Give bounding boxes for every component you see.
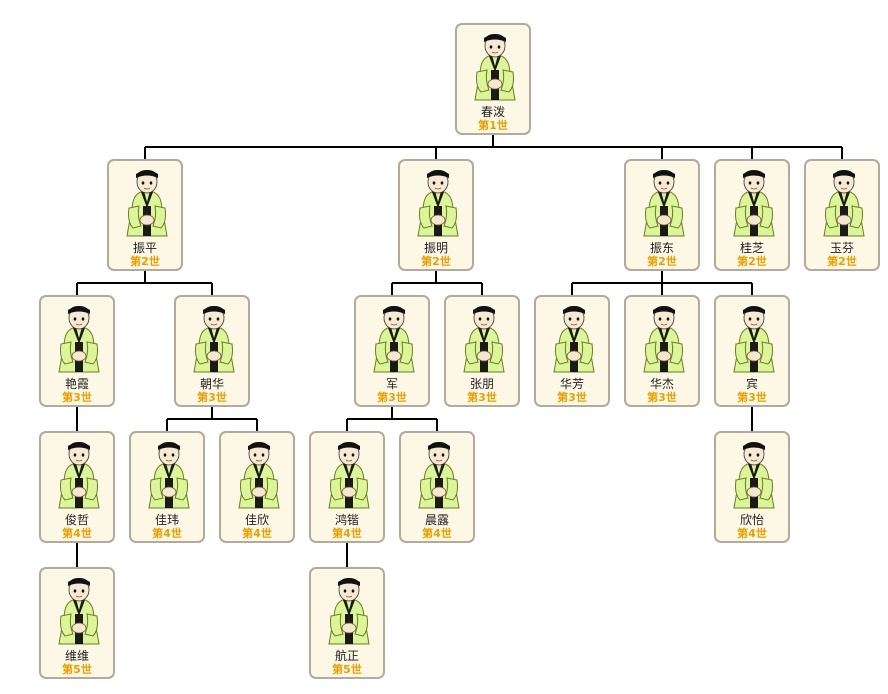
member-name: 华芳 xyxy=(559,377,584,391)
member-name: 俊哲 xyxy=(64,513,89,527)
member-card-yanxia[interactable]: 艳霞 第3世 xyxy=(39,295,115,407)
member-name: 欣怡 xyxy=(739,513,764,527)
member-card-weiwei[interactable]: 维维 第5世 xyxy=(39,567,115,679)
member-generation: 第4世 xyxy=(242,527,272,540)
member-card-huajie[interactable]: 华杰 第3世 xyxy=(624,295,700,407)
member-name: 桂芝 xyxy=(739,241,764,255)
person-avatar-icon xyxy=(58,306,100,373)
member-name: 宾 xyxy=(745,377,758,391)
member-name: 张朋 xyxy=(469,377,494,391)
member-name: 春泼 xyxy=(480,105,505,119)
member-card-jiaxin[interactable]: 佳欣 第4世 xyxy=(219,431,295,543)
person-avatar-icon xyxy=(58,578,100,645)
member-generation: 第4世 xyxy=(737,527,767,540)
person-avatar-icon xyxy=(417,170,459,237)
person-avatar-icon xyxy=(193,306,235,373)
member-card-bin[interactable]: 宾 第3世 xyxy=(714,295,790,407)
person-avatar-icon xyxy=(474,34,516,101)
member-card-zhendong[interactable]: 振东 第2世 xyxy=(624,159,700,271)
member-name: 玉芬 xyxy=(829,241,854,255)
member-generation: 第2世 xyxy=(647,255,677,268)
member-card-guizhi[interactable]: 桂芝 第2世 xyxy=(714,159,790,271)
person-avatar-icon xyxy=(148,442,190,509)
member-name: 佳玮 xyxy=(154,513,179,527)
member-generation: 第4世 xyxy=(332,527,362,540)
member-card-zhangpeng[interactable]: 张朋 第3世 xyxy=(444,295,520,407)
member-generation: 第3世 xyxy=(737,391,767,404)
member-generation: 第5世 xyxy=(332,663,362,676)
member-generation: 第2世 xyxy=(827,255,857,268)
member-card-chunbo[interactable]: 春泼 第1世 xyxy=(455,23,531,135)
person-avatar-icon xyxy=(643,306,685,373)
member-card-yufen[interactable]: 玉芬 第2世 xyxy=(804,159,880,271)
member-generation: 第3世 xyxy=(197,391,227,404)
member-name: 朝华 xyxy=(199,377,224,391)
member-generation: 第4世 xyxy=(422,527,452,540)
member-card-xinyi[interactable]: 欣怡 第4世 xyxy=(714,431,790,543)
member-name: 军 xyxy=(385,377,398,391)
member-generation: 第2世 xyxy=(737,255,767,268)
member-card-huafang[interactable]: 华芳 第3世 xyxy=(534,295,610,407)
member-name: 航正 xyxy=(334,649,359,663)
member-card-hongkai[interactable]: 鸿锴 第4世 xyxy=(309,431,385,543)
member-card-chaohua[interactable]: 朝华 第3世 xyxy=(174,295,250,407)
member-generation: 第2世 xyxy=(130,255,160,268)
person-avatar-icon xyxy=(418,442,460,509)
member-generation: 第5世 xyxy=(62,663,92,676)
person-avatar-icon xyxy=(733,306,775,373)
member-name: 华杰 xyxy=(649,377,674,391)
person-avatar-icon xyxy=(823,170,865,237)
person-avatar-icon xyxy=(733,442,775,509)
person-avatar-icon xyxy=(58,442,100,509)
person-avatar-icon xyxy=(328,578,370,645)
member-name: 晨露 xyxy=(424,513,449,527)
member-generation: 第3世 xyxy=(557,391,587,404)
member-generation: 第3世 xyxy=(377,391,407,404)
member-card-junzhe[interactable]: 俊哲 第4世 xyxy=(39,431,115,543)
person-avatar-icon xyxy=(553,306,595,373)
member-card-jun[interactable]: 军 第3世 xyxy=(354,295,430,407)
member-name: 振平 xyxy=(132,241,157,255)
member-generation: 第3世 xyxy=(62,391,92,404)
member-generation: 第3世 xyxy=(647,391,677,404)
person-avatar-icon xyxy=(733,170,775,237)
person-avatar-icon xyxy=(328,442,370,509)
member-generation: 第2世 xyxy=(421,255,451,268)
person-avatar-icon xyxy=(463,306,505,373)
member-card-hangzheng[interactable]: 航正 第5世 xyxy=(309,567,385,679)
member-generation: 第4世 xyxy=(62,527,92,540)
member-card-jiawei[interactable]: 佳玮 第4世 xyxy=(129,431,205,543)
member-name: 佳欣 xyxy=(244,513,269,527)
person-avatar-icon xyxy=(126,170,168,237)
member-name: 艳霞 xyxy=(64,377,89,391)
member-name: 鸿锴 xyxy=(334,513,359,527)
member-name: 维维 xyxy=(64,649,89,663)
member-generation: 第4世 xyxy=(152,527,182,540)
member-generation: 第1世 xyxy=(478,119,508,132)
member-generation: 第3世 xyxy=(467,391,497,404)
person-avatar-icon xyxy=(643,170,685,237)
member-card-zhenming[interactable]: 振明 第2世 xyxy=(398,159,474,271)
person-avatar-icon xyxy=(238,442,280,509)
member-name: 振明 xyxy=(423,241,448,255)
person-avatar-icon xyxy=(373,306,415,373)
member-name: 振东 xyxy=(649,241,674,255)
member-card-chenlu[interactable]: 晨露 第4世 xyxy=(399,431,475,543)
member-card-zhenping[interactable]: 振平 第2世 xyxy=(107,159,183,271)
